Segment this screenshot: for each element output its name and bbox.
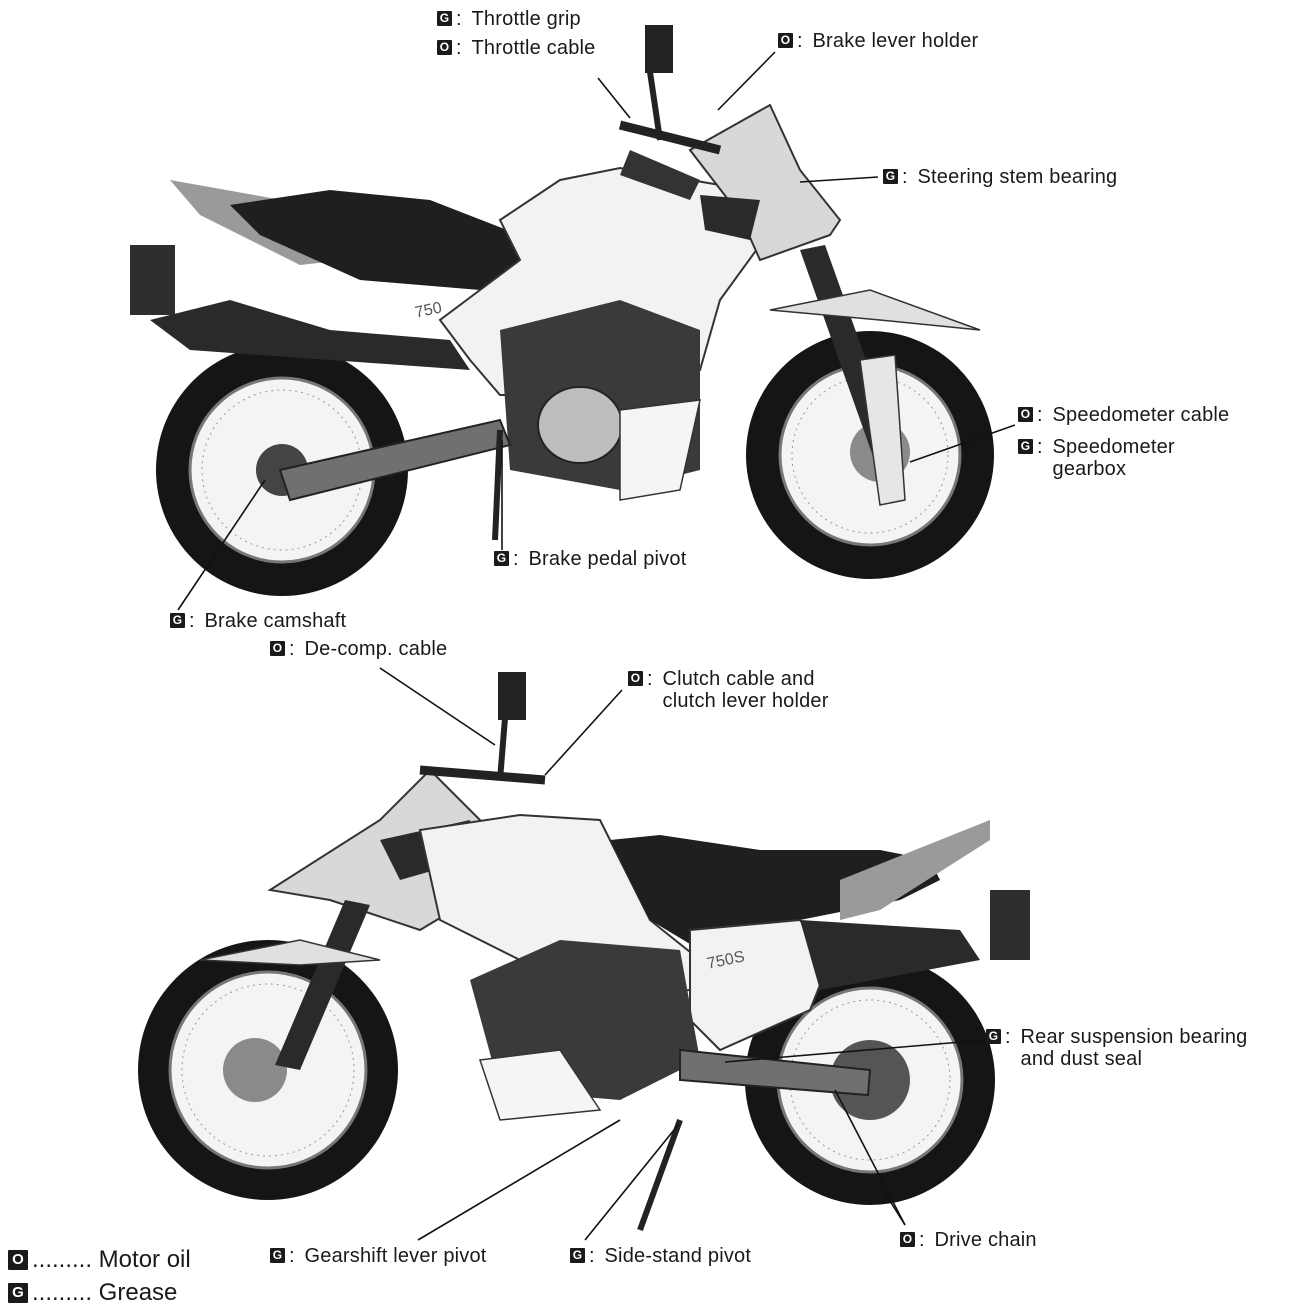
front-wheel-left bbox=[138, 940, 398, 1200]
motorcycle-left-side-view bbox=[138, 668, 1030, 1240]
side-stand-left bbox=[640, 1120, 680, 1230]
grease-symbol-icon: G bbox=[170, 613, 185, 628]
label-speedometer-gearbox: G : Speedometer gearbox bbox=[1018, 436, 1175, 480]
grease-symbol-icon: G bbox=[494, 551, 509, 566]
label-clutch-cable: O : Clutch cable and clutch lever holder bbox=[628, 668, 829, 712]
label-gearshift-lever-pivot: G : Gearshift lever pivot bbox=[270, 1245, 487, 1267]
clutch-cover bbox=[538, 387, 622, 463]
oil-symbol-icon: O bbox=[778, 33, 793, 48]
label-brake-camshaft: G : Brake camshaft bbox=[170, 610, 346, 632]
mirror-left bbox=[498, 672, 526, 720]
label-side-stand-pivot: G : Side-stand pivot bbox=[570, 1245, 751, 1267]
motorcycle-right-side-view bbox=[130, 25, 1015, 610]
mirror-stem-left bbox=[500, 718, 505, 780]
label-speedometer-cable: O : Speedometer cable bbox=[1018, 404, 1229, 426]
oil-symbol-icon: O bbox=[1018, 407, 1033, 422]
grease-symbol-icon: G bbox=[986, 1029, 1001, 1044]
grease-symbol-icon: G bbox=[883, 169, 898, 184]
handlebar bbox=[620, 125, 720, 150]
mirror bbox=[645, 25, 673, 73]
grease-symbol-icon: G bbox=[1018, 439, 1033, 454]
front-fender bbox=[770, 290, 980, 330]
legend-motor-oil: O ......... Motor oil bbox=[8, 1246, 191, 1274]
oil-symbol-icon: O bbox=[900, 1232, 915, 1247]
tail-light-left bbox=[990, 890, 1030, 960]
grease-symbol-icon: G bbox=[8, 1283, 28, 1303]
label-decomp-cable: O : De-comp. cable bbox=[270, 638, 447, 660]
oil-symbol-icon: O bbox=[628, 671, 643, 686]
tail-light bbox=[130, 245, 175, 315]
label-throttle-grip: G : Throttle grip bbox=[437, 8, 581, 30]
oil-symbol-icon: O bbox=[8, 1250, 28, 1270]
grease-symbol-icon: G bbox=[270, 1248, 285, 1263]
grease-symbol-icon: G bbox=[570, 1248, 585, 1263]
skid-plate bbox=[620, 400, 700, 500]
label-steering-stem-bearing: G : Steering stem bearing bbox=[883, 166, 1117, 188]
oil-symbol-icon: O bbox=[270, 641, 285, 656]
oil-symbol-icon: O bbox=[437, 40, 452, 55]
label-throttle-cable: O : Throttle cable bbox=[437, 37, 596, 59]
label-rear-suspension-bearing: G : Rear suspension bearing and dust sea… bbox=[986, 1026, 1247, 1070]
label-brake-lever-holder: O : Brake lever holder bbox=[778, 30, 978, 52]
label-drive-chain: O : Drive chain bbox=[900, 1229, 1037, 1251]
grease-symbol-icon: G bbox=[437, 11, 452, 26]
label-brake-pedal-pivot: G : Brake pedal pivot bbox=[494, 548, 686, 570]
legend-grease: G ......... Grease bbox=[8, 1279, 177, 1307]
